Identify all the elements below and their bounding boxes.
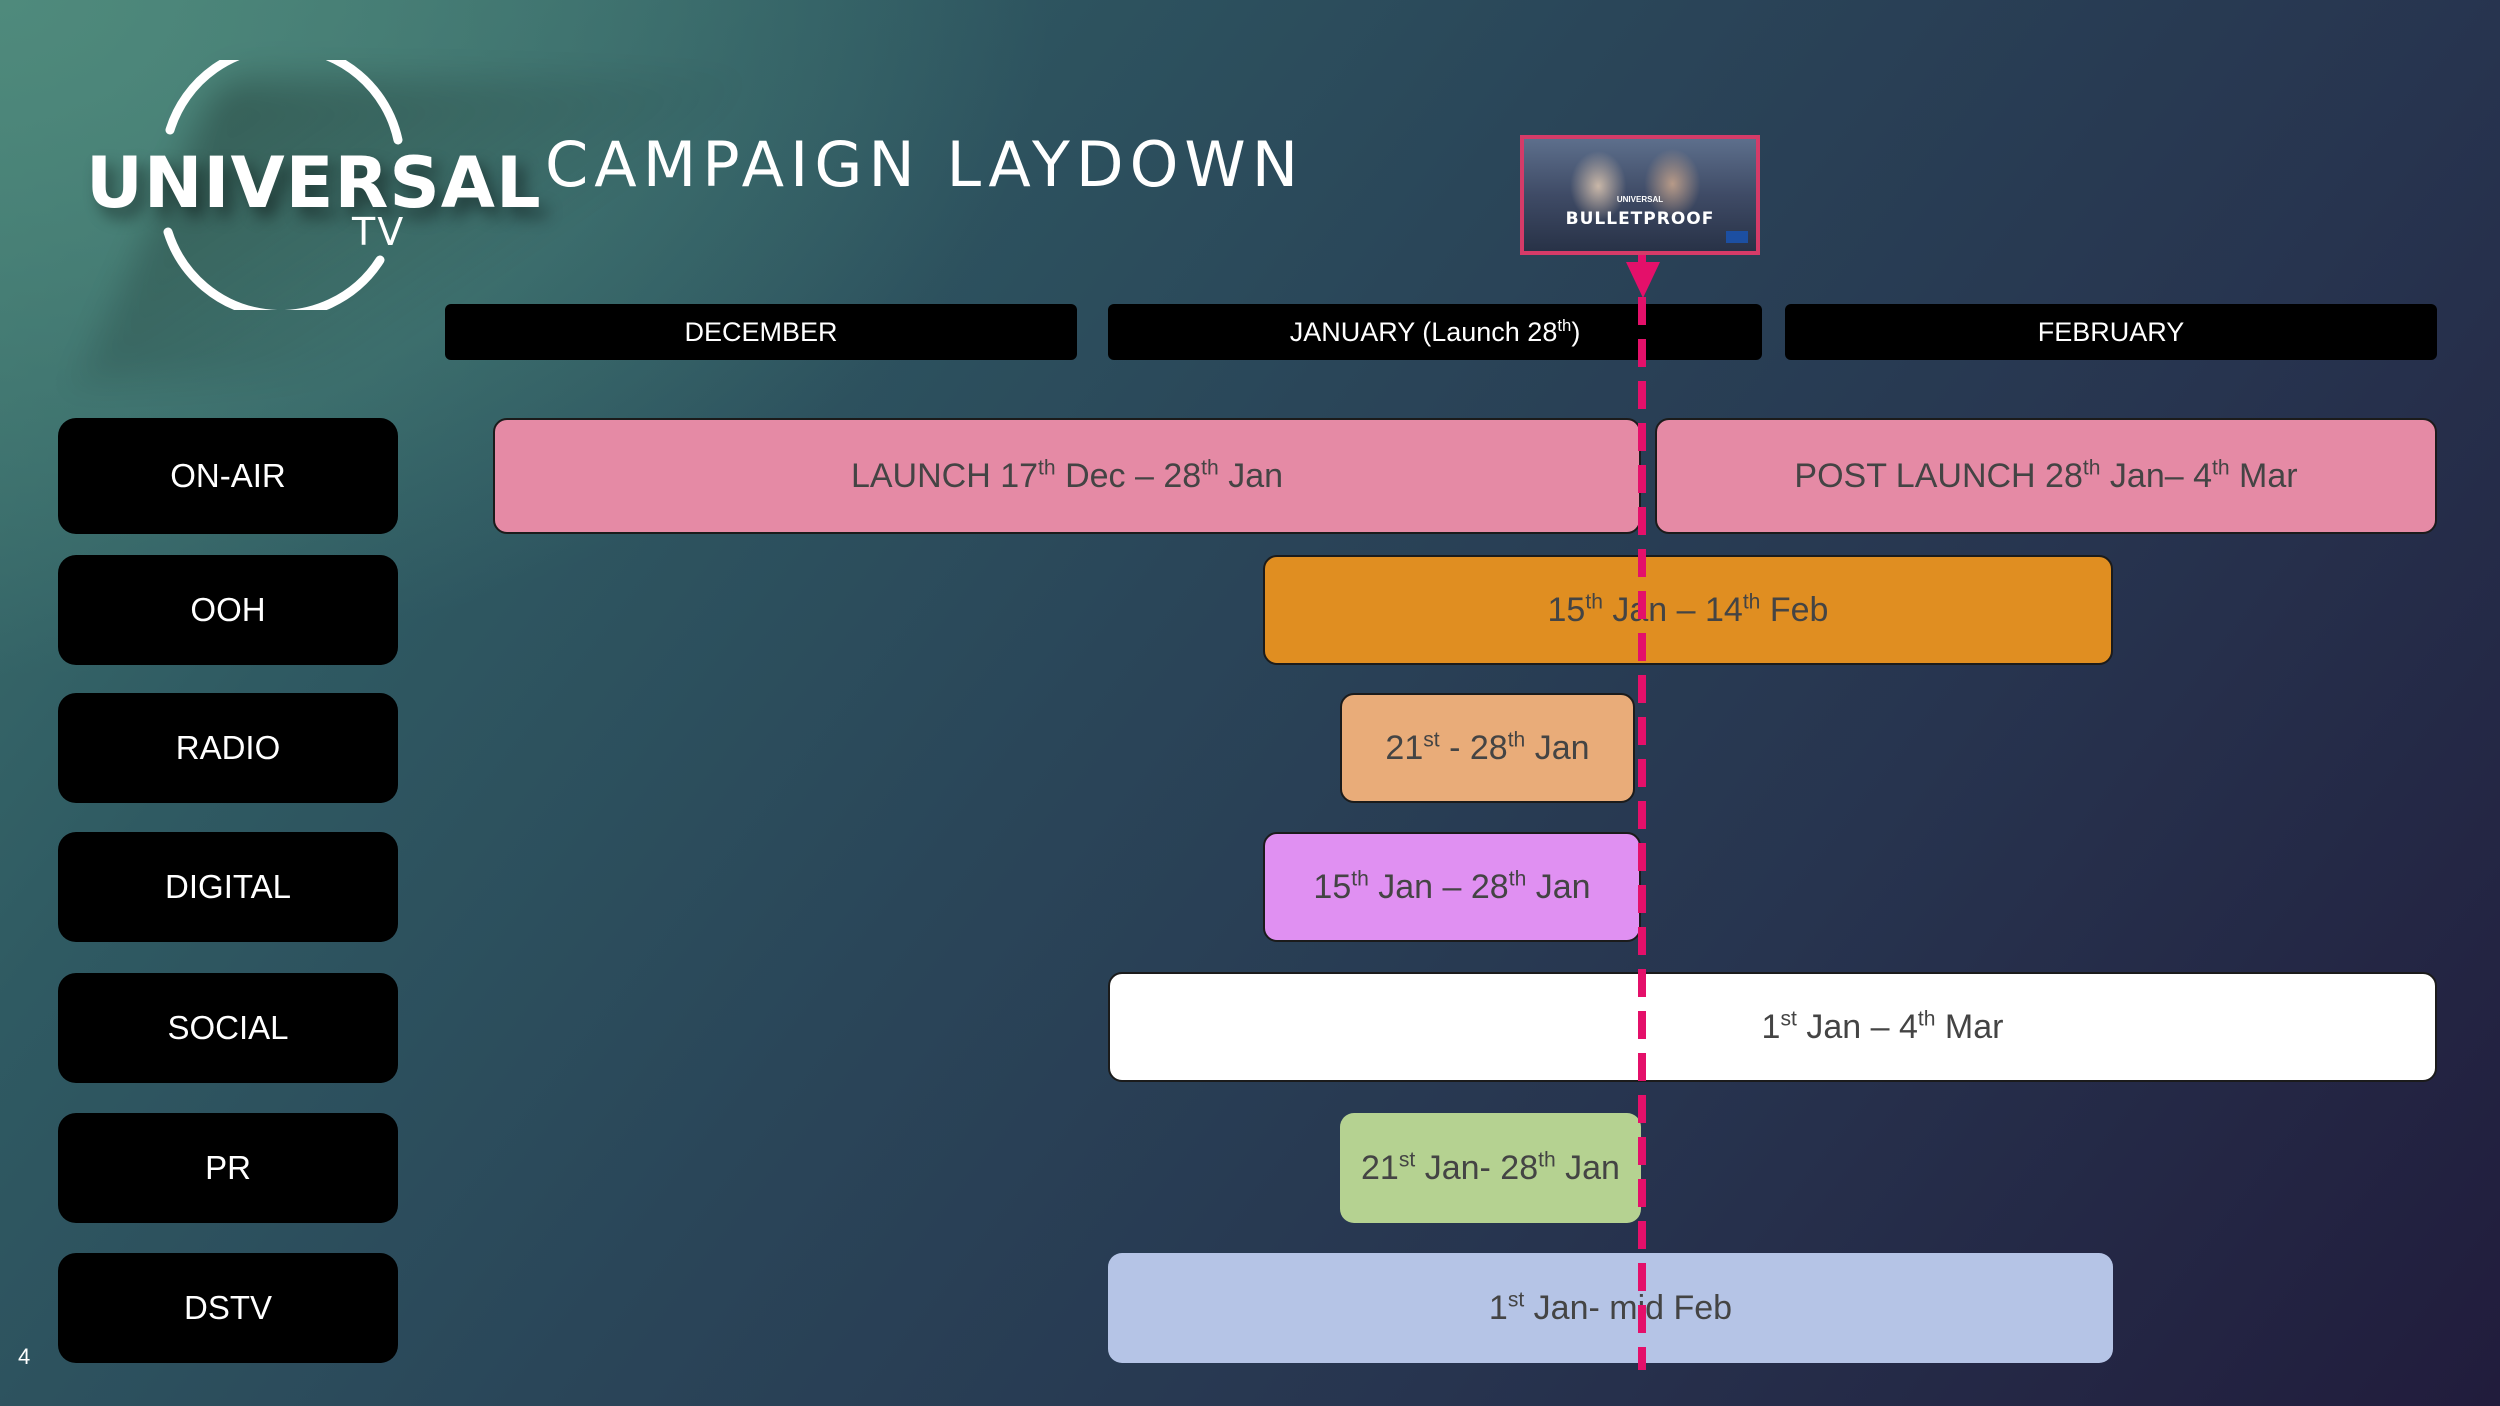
row-label-dstv: DSTV	[58, 1253, 398, 1363]
logo-wordmark: UNIVERSAL	[86, 142, 542, 224]
row-label-social: SOCIAL	[58, 973, 398, 1083]
bar-label: 15th Jan – 14th Feb	[1547, 590, 1829, 629]
bar-dstv: 1st Jan- mid Feb	[1108, 1253, 2113, 1363]
row-label-pr: PR	[58, 1113, 398, 1223]
universal-tv-logo: UNIVERSAL TV	[80, 60, 541, 310]
month-header-february: FEBRUARY	[1785, 304, 2437, 360]
bar-radio: 21st - 28th Jan	[1340, 693, 1635, 803]
bar-label: 15th Jan – 28th Jan	[1313, 867, 1591, 906]
poster-channel-badge-icon	[1726, 231, 1748, 243]
page-title: CAMPAIGN LAYDOWN	[545, 128, 1305, 201]
bar-on-air-post-launch: POST LAUNCH 28th Jan– 4th Mar	[1655, 418, 2437, 534]
poster-brand: UNIVERSAL	[1616, 195, 1664, 204]
row-label-on-air: ON-AIR	[58, 418, 398, 534]
row-label-ooh: OOH	[58, 555, 398, 665]
poster-title: BULLETPROOF	[1565, 209, 1715, 229]
month-label-december: DECEMBER	[684, 316, 838, 347]
row-label-digital: DIGITAL	[58, 832, 398, 942]
launch-date-line	[1638, 255, 1646, 1370]
row-label-radio: RADIO	[58, 693, 398, 803]
logo-ring-icon	[163, 60, 403, 310]
bar-label: POST LAUNCH 28th Jan– 4th Mar	[1794, 456, 2298, 495]
month-label-february: FEBRUARY	[2037, 316, 2185, 347]
bar-label: 1st Jan – 4th Mar	[1761, 1007, 2004, 1046]
month-header-december: DECEMBER	[445, 304, 1077, 360]
bar-digital: 15th Jan – 28th Jan	[1263, 832, 1641, 942]
month-label-january: JANUARY (Launch 28th)	[1289, 315, 1581, 347]
bar-label: LAUNCH 17th Dec – 28th Jan	[850, 456, 1284, 495]
bar-pr: 21st Jan- 28th Jan	[1340, 1113, 1641, 1223]
bar-label: 21st Jan- 28th Jan	[1361, 1148, 1620, 1187]
bulletproof-poster: UNIVERSAL BULLETPROOF	[1520, 135, 1760, 255]
bar-ooh: 15th Jan – 14th Feb	[1263, 555, 2113, 665]
bar-on-air-launch: LAUNCH 17th Dec – 28th Jan	[493, 418, 1641, 534]
logo-subtitle: TV	[352, 210, 406, 254]
bar-label: 1st Jan- mid Feb	[1488, 1288, 1733, 1327]
bar-label: 21st - 28th Jan	[1385, 728, 1590, 767]
page-number: 4	[18, 1344, 31, 1369]
bar-social: 1st Jan – 4th Mar	[1108, 972, 2437, 1082]
month-header-january: JANUARY (Launch 28th)	[1108, 304, 1762, 360]
